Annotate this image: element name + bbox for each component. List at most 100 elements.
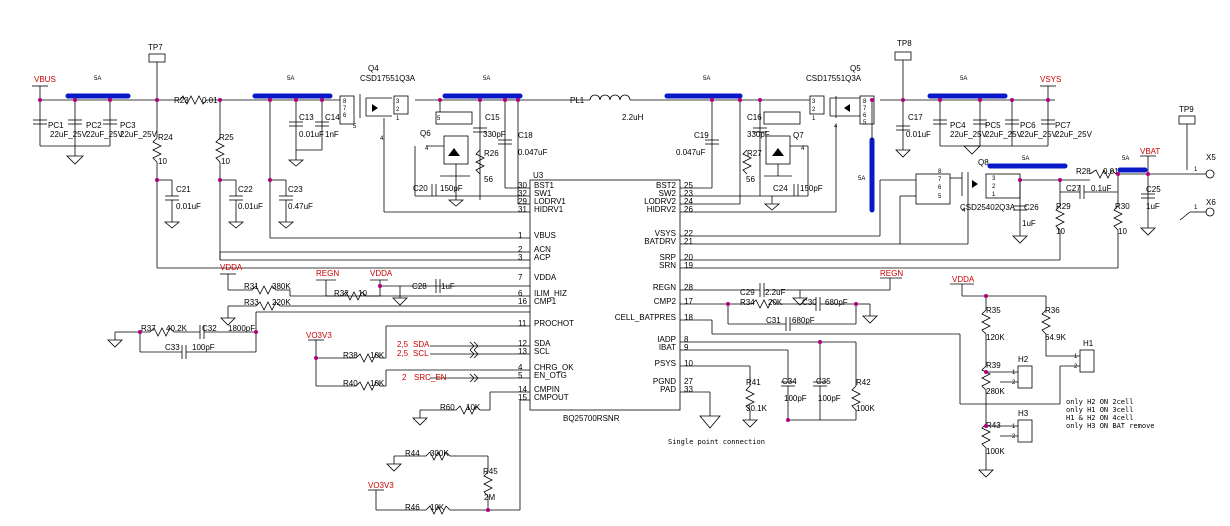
svg-text:0.47uF: 0.47uF [288, 202, 313, 211]
svg-text:6: 6 [938, 185, 942, 191]
svg-text:C20: C20 [413, 184, 428, 193]
current-label: 5A [287, 76, 294, 82]
svg-text:R30: R30 [1115, 202, 1130, 211]
tp9-testpoint: TP9 [1178, 105, 1196, 170]
vsys-label: VSYS [1040, 75, 1061, 84]
svg-text:1nF: 1nF [325, 130, 339, 139]
svg-text:R45: R45 [483, 467, 498, 476]
svg-text:1: 1 [1074, 354, 1078, 360]
svg-text:R26: R26 [484, 149, 499, 158]
ic-pin-number: 26 [684, 205, 693, 214]
svg-text:0.01: 0.01 [202, 96, 218, 105]
svg-text:10: 10 [1118, 227, 1127, 236]
svg-text:R39: R39 [986, 361, 1001, 370]
ic-pin-name: IBAT [659, 343, 676, 352]
input-capacitors: PC1 PC2 PC3 22uF_25V 22uF_25V 22uF_25V [33, 100, 158, 165]
svg-text:2M: 2M [484, 493, 495, 502]
svg-text:8: 8 [343, 99, 347, 105]
vbus-power-symbol: VBUS [32, 75, 56, 87]
svg-text:PC4: PC4 [950, 121, 966, 130]
ic-pin-name: HIDRV2 [647, 205, 677, 214]
svg-text:10: 10 [221, 157, 230, 166]
ic-pin-name: ILIM_HIZ [534, 289, 567, 298]
svg-text:680pF: 680pF [825, 298, 848, 307]
svg-text:C13: C13 [299, 113, 314, 122]
svg-text:C25: C25 [1146, 185, 1161, 194]
svg-text:REGN: REGN [880, 269, 903, 278]
svg-text:PL1: PL1 [570, 96, 585, 105]
svg-text:22uF_25V: 22uF_25V [950, 130, 988, 139]
svg-text:C35: C35 [816, 377, 831, 386]
q6-switch-node: 5 Q6 4 C15 330pF R26 56 C20 150pF C18 0.… [413, 100, 547, 207]
svg-text:VO3V3: VO3V3 [306, 331, 332, 340]
svg-text:220K: 220K [272, 298, 291, 307]
single-point-note: Single point connection [668, 438, 765, 446]
q8-battery-path: 8 7 6 5 3 2 1 Q8 CSD25402Q3A 4 C26 1uF R… [680, 100, 1190, 269]
svg-text:C32: C32 [202, 324, 217, 333]
ic-pin-number: 3 [518, 253, 523, 262]
svg-text:5: 5 [938, 194, 942, 200]
ic-pin-number: 29 [518, 197, 527, 206]
svg-text:0.047uF: 0.047uF [518, 148, 547, 157]
svg-text:7: 7 [938, 177, 942, 183]
svg-text:120K: 120K [986, 333, 1005, 342]
svg-text:2: 2 [1012, 380, 1016, 386]
svg-text:Q5: Q5 [850, 64, 861, 73]
svg-text:H3: H3 [1018, 409, 1029, 418]
ic-pin-name: VSYS [655, 229, 676, 238]
svg-text:R27: R27 [747, 149, 762, 158]
svg-text:C19: C19 [694, 131, 709, 140]
svg-text:10: 10 [358, 289, 367, 298]
svg-text:R28: R28 [1076, 167, 1091, 176]
ic-pin-name: BST1 [534, 181, 555, 190]
junction-dots [38, 98, 1150, 512]
svg-text:C29: C29 [740, 288, 755, 297]
svg-text:PC1: PC1 [48, 121, 64, 130]
ic-pin-number: 14 [518, 385, 527, 394]
svg-text:CSD17551Q3A: CSD17551Q3A [806, 74, 862, 83]
svg-text:Q4: Q4 [368, 64, 379, 73]
ic-pin-name: BST2 [656, 181, 677, 190]
svg-text:R23: R23 [174, 96, 189, 105]
svg-text:R25: R25 [219, 133, 234, 142]
svg-text:PC7: PC7 [1055, 121, 1071, 130]
ic-pin-number: 1 [518, 231, 523, 240]
ic-pin-name: IADP [657, 335, 676, 344]
svg-text:22uF_25V: 22uF_25V [50, 130, 88, 139]
svg-text:10K: 10K [370, 379, 385, 388]
svg-text:C30: C30 [802, 298, 817, 307]
ic-pin-name: LODRV2 [644, 197, 676, 206]
ic-pin-name: CMPIN [534, 385, 560, 394]
svg-text:BQ25700RSNR: BQ25700RSNR [563, 414, 620, 423]
regn-vdda-network: REGN R32 10 VDDA C28 1uF [316, 269, 530, 306]
svg-text:3: 3 [812, 99, 816, 105]
svg-text:5: 5 [353, 124, 357, 130]
svg-text:2,5: 2,5 [397, 340, 409, 349]
svg-text:2: 2 [992, 184, 996, 190]
svg-text:1: 1 [1194, 167, 1198, 173]
ic-pin-name: SW2 [659, 189, 677, 198]
svg-text:R35: R35 [986, 306, 1001, 315]
svg-text:C15: C15 [485, 113, 500, 122]
svg-text:R44: R44 [405, 449, 420, 458]
ic-pin-name: SDA [534, 339, 551, 348]
svg-text:56: 56 [746, 175, 755, 184]
ic-pin-number: 25 [684, 181, 693, 190]
ic-pin-number: 18 [684, 313, 693, 322]
svg-text:0.1uF: 0.1uF [1091, 184, 1112, 193]
cmp2-network: C29 2.2uF REGN R34 20K C30 680pF C31 680… [680, 269, 903, 331]
svg-text:C18: C18 [518, 131, 533, 140]
svg-text:1uF: 1uF [1146, 202, 1160, 211]
svg-text:2,5: 2,5 [397, 349, 409, 358]
ic-pin-name: ACN [534, 245, 551, 254]
current-label: 5A [94, 76, 101, 82]
ic-pin-number: 10 [684, 359, 693, 368]
svg-text:10K: 10K [466, 403, 481, 412]
svg-text:150pF: 150pF [440, 184, 463, 193]
ic-pin-name: PAD [660, 385, 676, 394]
ic-pin-number: 21 [684, 237, 693, 246]
svg-text:22uF_25V: 22uF_25V [1020, 130, 1058, 139]
monitor-network: C34 100pF C35 100pF R41 30.1K R42 100K [680, 341, 875, 429]
sense-wires [157, 251, 530, 269]
